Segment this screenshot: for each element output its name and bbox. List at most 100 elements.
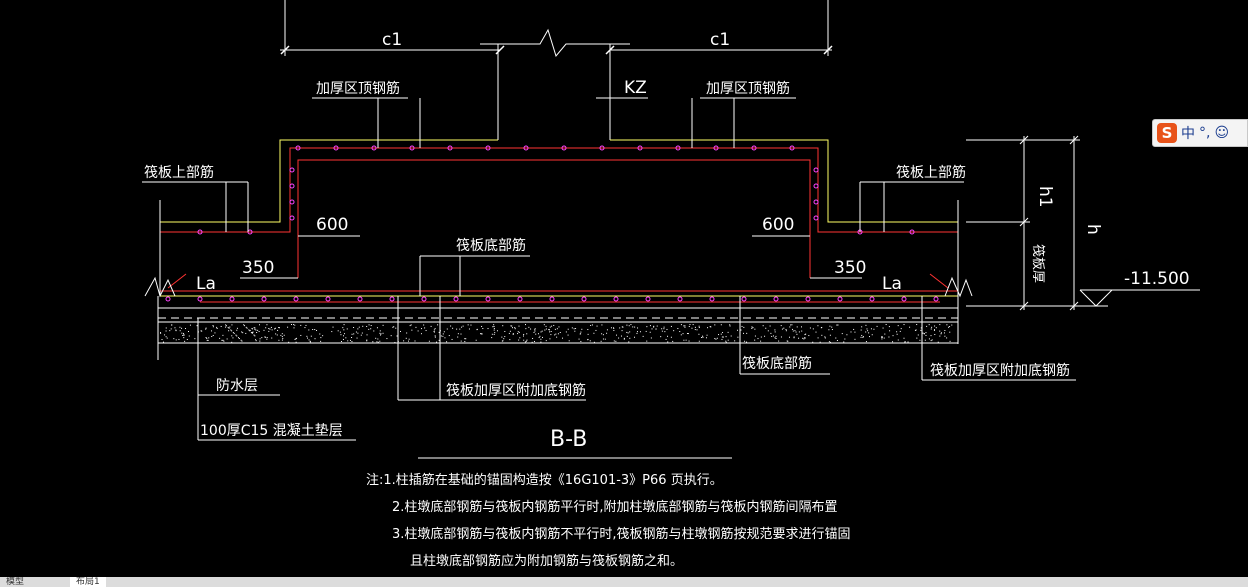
- hatch-speck: [796, 326, 798, 328]
- hatch-speck: [228, 327, 230, 329]
- hatch-speck: [230, 329, 232, 331]
- hatch-speck: [873, 328, 875, 330]
- hatch-speck: [353, 326, 355, 328]
- rebar-dot: [713, 145, 719, 151]
- hatch-speck: [601, 324, 603, 326]
- hatch-speck: [171, 324, 173, 326]
- hatch-speck: [853, 328, 855, 330]
- hatch-speck: [923, 333, 925, 335]
- hatch-speck: [433, 331, 435, 333]
- hatch-speck: [206, 339, 208, 341]
- hatch-speck: [881, 336, 883, 338]
- hatch-speck: [241, 340, 243, 342]
- hatch-speck: [526, 339, 528, 341]
- tab-layout1[interactable]: 布局1: [70, 577, 106, 587]
- hatch-speck: [926, 325, 928, 327]
- hatch-speck: [366, 339, 368, 341]
- sogou-logo-icon[interactable]: S: [1157, 123, 1177, 143]
- hatch-speck: [593, 341, 595, 343]
- hatch-speck: [278, 327, 280, 329]
- hatch-speck: [686, 332, 688, 334]
- rebar-dot: [813, 167, 819, 173]
- hatch-speck: [407, 340, 409, 342]
- hatch-speck: [549, 338, 551, 340]
- ime-emoji-icon[interactable]: ☺: [1214, 125, 1230, 141]
- hatch-speck: [698, 327, 700, 329]
- hatch-speck: [836, 340, 838, 342]
- hatch-speck: [523, 333, 525, 335]
- hatch-speck: [785, 329, 787, 331]
- hatch-speck: [629, 331, 631, 333]
- concrete-hatch: [160, 324, 953, 343]
- hatch-speck: [545, 325, 547, 327]
- hatch-speck: [268, 328, 270, 330]
- hatch-speck: [249, 330, 251, 332]
- hatch-speck: [817, 337, 819, 339]
- hatch-speck: [786, 340, 788, 342]
- hatch-speck: [211, 330, 213, 332]
- ime-toolbar[interactable]: S 中 °, ☺: [1152, 119, 1248, 147]
- hatch-speck: [667, 341, 669, 343]
- hatch-speck: [687, 333, 689, 335]
- label-c1-right: c1: [710, 30, 730, 50]
- hatch-speck: [511, 327, 513, 329]
- hatch-speck: [259, 324, 261, 326]
- hatch-speck: [184, 328, 186, 330]
- hatch-speck: [760, 340, 762, 342]
- hatch-speck: [550, 330, 552, 332]
- hatch-speck: [870, 328, 872, 330]
- hatch-speck: [862, 336, 864, 338]
- hatch-speck: [729, 325, 731, 327]
- rebar-dot: [485, 296, 491, 302]
- hatch-speck: [271, 329, 273, 331]
- column-outline: [280, 0, 832, 140]
- hatch-speck: [288, 341, 290, 343]
- hatch-speck: [628, 341, 630, 343]
- rebar-dot: [837, 296, 843, 302]
- hatch-speck: [533, 340, 535, 342]
- hatch-speck: [232, 332, 234, 334]
- ime-punct-toggle[interactable]: °,: [1199, 125, 1211, 141]
- hatch-speck: [353, 333, 355, 335]
- hatch-speck: [551, 325, 553, 327]
- hatch-speck: [940, 332, 942, 334]
- hatch-speck: [537, 333, 539, 335]
- hatch-speck: [231, 330, 233, 332]
- hatch-speck: [424, 327, 426, 329]
- hatch-speck: [656, 325, 658, 327]
- hatch-speck: [214, 332, 216, 334]
- hatch-speck: [794, 330, 796, 332]
- rebar-dot: [421, 296, 427, 302]
- hatch-speck: [636, 332, 638, 334]
- hatch-speck: [308, 329, 310, 331]
- hatch-speck: [434, 335, 436, 337]
- hatch-speck: [627, 332, 629, 334]
- hatch-speck: [379, 332, 381, 334]
- hatch-speck: [415, 326, 417, 328]
- hatch-speck: [934, 333, 936, 335]
- hatch-speck: [737, 329, 739, 331]
- hatch-speck: [251, 332, 253, 334]
- tab-model[interactable]: 模型: [6, 577, 25, 587]
- hatch-speck: [276, 334, 278, 336]
- hatch-speck: [306, 335, 308, 337]
- hatch-speck: [294, 324, 296, 326]
- hatch-speck: [775, 335, 777, 337]
- hatch-speck: [771, 335, 773, 337]
- hatch-speck: [257, 329, 259, 331]
- hatch-speck: [706, 334, 708, 336]
- hatch-speck: [255, 339, 257, 341]
- hatch-speck: [915, 329, 917, 331]
- hatch-speck: [626, 335, 628, 337]
- hatch-speck: [685, 339, 687, 341]
- hatch-speck: [532, 337, 534, 339]
- ime-mode-toggle[interactable]: 中: [1181, 126, 1195, 142]
- hatch-speck: [760, 336, 762, 338]
- hatch-speck: [892, 341, 894, 343]
- hatch-speck: [467, 324, 469, 326]
- hatch-speck: [714, 338, 716, 340]
- hatch-speck: [844, 338, 846, 340]
- hatch-speck: [428, 340, 430, 342]
- hatch-speck: [283, 334, 285, 336]
- hatch-speck: [281, 333, 283, 335]
